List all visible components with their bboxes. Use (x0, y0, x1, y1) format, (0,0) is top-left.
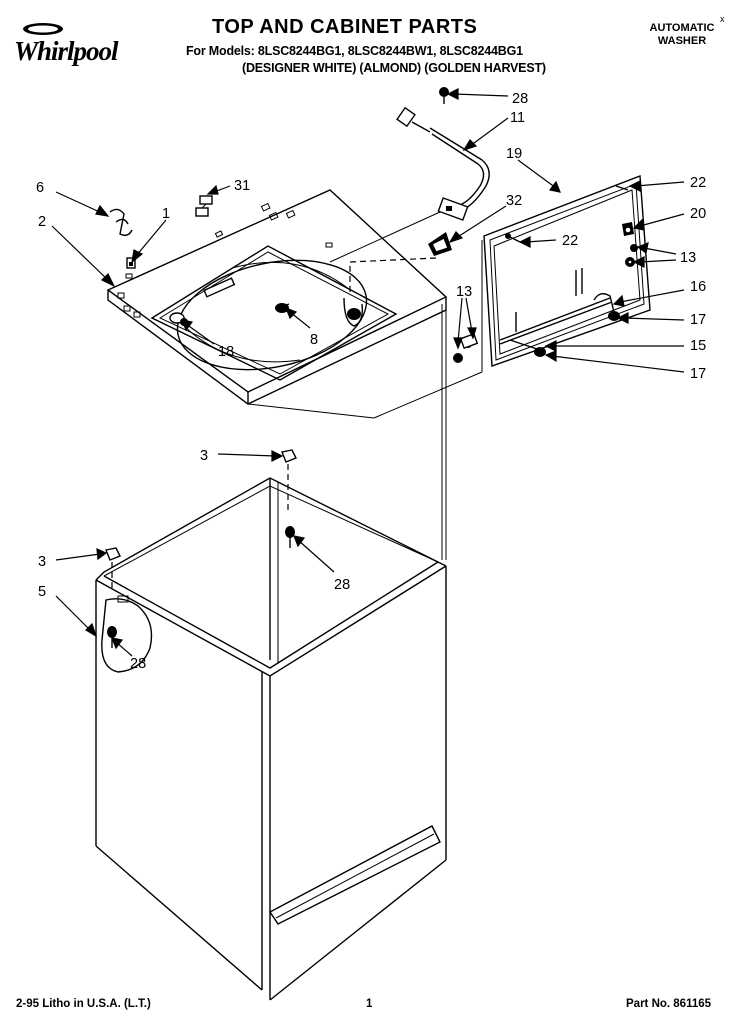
callout-17-bottom: 17 (690, 366, 706, 382)
callout-32: 32 (506, 193, 522, 209)
callout-31: 31 (234, 178, 250, 194)
page-title: TOP AND CABINET PARTS (212, 16, 478, 38)
callout-28-cabinet-rear: 28 (334, 577, 350, 593)
washer-cabinet (95, 477, 447, 1001)
callout-20: 20 (690, 206, 706, 222)
callout-22-inner: 22 (562, 233, 578, 249)
models-line: For Models: 8LSC8244BG1, 8LSC8244BW1, 8L… (186, 44, 523, 58)
callout-15: 15 (690, 338, 706, 354)
litho-note: 2-95 Litho in U.S.A. (L.T.) (16, 998, 151, 1010)
part-19-lid (483, 175, 651, 367)
callout-18: 18 (218, 344, 234, 360)
part-3-clip-front (105, 547, 121, 590)
product-line-2: WASHER (657, 35, 707, 47)
callout-11: 11 (510, 110, 525, 126)
page-number: 1 (366, 998, 373, 1010)
part-22-pins (505, 185, 629, 243)
callout-13-left: 13 (456, 284, 472, 300)
part-20-bumper (622, 222, 634, 236)
part-28-screw-cabinet-rear (285, 526, 295, 548)
product-type: AUTOMATIC WASHER (636, 22, 728, 48)
colors-line: (DESIGNER WHITE) (ALMOND) (GOLDEN HARVES… (242, 61, 546, 75)
part-32-bumper (428, 232, 452, 256)
callout-3-rear: 3 (200, 448, 208, 464)
part-6-bracket (109, 208, 133, 237)
part-13-screws-right (625, 244, 638, 267)
callout-13-right: 13 (680, 250, 696, 266)
part-number: Part No. 861165 (626, 998, 712, 1010)
callout-3-front: 3 (38, 554, 46, 570)
callout-2: 2 (38, 214, 46, 230)
washer-top-panel (106, 189, 448, 405)
callout-6: 6 (36, 180, 44, 196)
part-8-screw (275, 303, 290, 313)
part-3-clip-rear (281, 449, 297, 510)
callout-22-top: 22 (690, 175, 706, 191)
leader-lines (51, 88, 685, 657)
part-15-hinge (509, 339, 546, 357)
callout-1: 1 (162, 206, 170, 222)
whirlpool-logo: Whirlpool (14, 22, 152, 70)
callout-8: 8 (310, 332, 318, 348)
part-28-screw-cabinet-front (107, 626, 117, 648)
brand-name: Whirlpool (14, 36, 119, 66)
callout-28-top: 28 (512, 91, 528, 107)
callout-19: 19 (506, 146, 522, 162)
callout-16: 16 (690, 279, 706, 295)
part-1-clip (126, 257, 136, 269)
part-16-hinge-rod (593, 293, 620, 321)
part-31-retainer (195, 195, 213, 217)
corner-mark: x (720, 14, 725, 24)
logo-emblem-icon (23, 23, 63, 35)
callout-17-top: 17 (690, 312, 706, 328)
part-28-screw-top (439, 87, 449, 104)
part-11-lid-switch-harness (329, 106, 490, 263)
callout-5: 5 (38, 584, 46, 600)
callout-28-cabinet-front: 28 (130, 656, 146, 672)
product-line-1: AUTOMATIC (649, 22, 715, 34)
